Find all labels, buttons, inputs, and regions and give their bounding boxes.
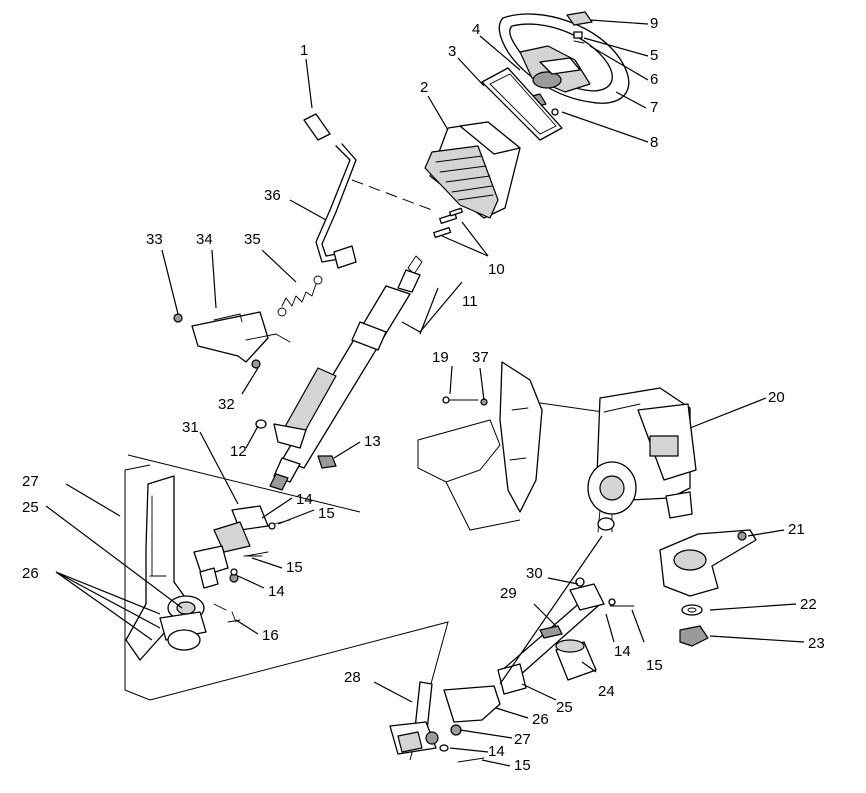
callout-5: 5 (650, 47, 658, 64)
lever-bracket (173, 311, 291, 369)
callout-14-c: 14 (614, 643, 631, 660)
callout-20: 20 (768, 389, 785, 406)
callout-7: 7 (650, 99, 658, 116)
callout-26-a: 26 (22, 565, 39, 582)
frame-outline (124, 179, 604, 761)
gear-mount-bracket (442, 361, 543, 513)
callout-24: 24 (598, 683, 615, 700)
nut-23 (679, 625, 709, 647)
pitman-arm (659, 529, 757, 597)
upper-u-joint (193, 505, 269, 589)
callout-4: 4 (472, 21, 480, 38)
callout-15-d: 15 (514, 757, 531, 774)
steering-gear-box (587, 387, 697, 533)
intermediate-shaft (497, 577, 605, 695)
callout-14-a: 14 (296, 491, 313, 508)
callout-19: 19 (432, 349, 449, 366)
clips (433, 207, 463, 238)
callout-15-c: 15 (646, 657, 663, 674)
callout-29: 29 (500, 585, 517, 602)
callout-27-b: 27 (514, 731, 531, 748)
callout-14-b: 14 (268, 583, 285, 600)
callout-26-b: 26 (532, 711, 549, 728)
washer-22 (681, 604, 703, 616)
callout-31: 31 (182, 419, 199, 436)
cover-plate (481, 67, 563, 141)
lever-spring (277, 275, 323, 317)
callout-6: 6 (650, 71, 658, 88)
callout-3: 3 (448, 43, 456, 60)
callout-35: 35 (244, 231, 261, 248)
callout-14-d: 14 (488, 743, 505, 760)
callout-8: 8 (650, 134, 658, 151)
callout-2: 2 (420, 79, 428, 96)
callout-36: 36 (264, 187, 281, 204)
lower-bracket (443, 685, 501, 736)
callout-27-a: 27 (22, 473, 39, 490)
fasteners (227, 519, 635, 763)
callout-25-a: 25 (22, 499, 39, 516)
callout-15-b: 15 (286, 559, 303, 576)
callout-32: 32 (218, 396, 235, 413)
callout-30: 30 (526, 565, 543, 582)
callout-numbers: 1 2 3 4 5 6 7 8 9 10 11 12 13 14 14 14 1… (22, 15, 825, 774)
callout-23: 23 (808, 635, 825, 652)
callout-13: 13 (364, 433, 381, 450)
callout-11: 11 (462, 293, 478, 310)
callout-15-a: 15 (318, 505, 335, 522)
callout-25-b: 25 (556, 699, 573, 716)
steering-wheel (498, 13, 630, 104)
steering-column (269, 255, 423, 491)
steering-boot (424, 121, 521, 219)
leader-lines (45, 19, 805, 767)
callout-9: 9 (650, 15, 658, 32)
rubber-boot (555, 639, 597, 681)
tilt-lever (303, 113, 357, 269)
callout-22: 22 (800, 596, 817, 613)
callout-34: 34 (196, 231, 213, 248)
callout-10: 10 (488, 261, 505, 278)
bearing-left (159, 595, 227, 651)
lower-shaft (389, 681, 439, 755)
callout-21: 21 (788, 521, 805, 538)
callout-12: 12 (230, 443, 247, 460)
callout-33: 33 (146, 231, 163, 248)
wheel-cap (566, 11, 593, 44)
callout-37: 37 (472, 349, 489, 366)
callout-1: 1 (300, 42, 308, 59)
callout-28: 28 (344, 669, 361, 686)
callout-16: 16 (262, 627, 279, 644)
washer-nut-12-13 (255, 419, 337, 469)
